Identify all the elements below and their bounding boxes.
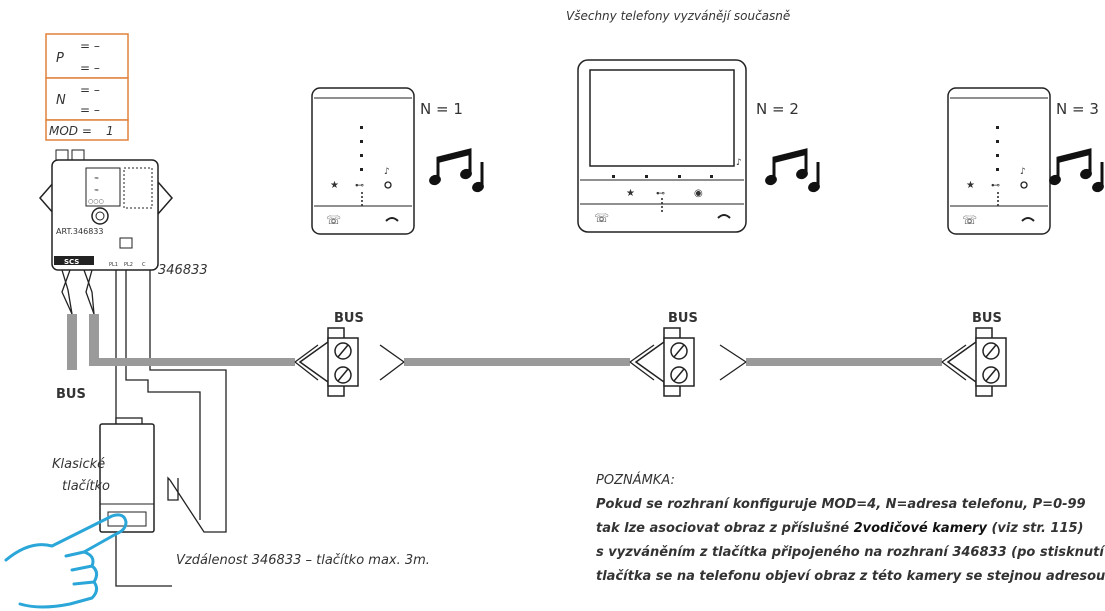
music-note-icon — [1046, 148, 1105, 196]
note-line-2b: 2vodičové kamery — [854, 521, 988, 536]
interface-brand: SCS — [64, 258, 79, 266]
bus-label-3: BUS — [972, 311, 1002, 326]
config-mod-label: MOD = — [49, 124, 92, 138]
note-line-2c: (viz str. 115) — [987, 521, 1084, 536]
svg-text:◉: ◉ — [694, 188, 703, 199]
config-dash: = – — [80, 83, 100, 97]
note-line-4: tlačítka se na telefonu objeví obraz z t… — [596, 569, 1105, 584]
note-title: POZNÁMKA: — [596, 472, 675, 488]
interface-module-346833: ≈ ≈ ○○○ ART.346833 SCS PL1 PL2 C 346833 — [39, 149, 208, 278]
svg-text:≈: ≈ — [94, 187, 99, 194]
terminal-c: C — [142, 262, 146, 268]
phone-2-monitor: ★ ⊷ ◉ ♪ ☏ N = 2 — [577, 59, 823, 233]
config-dash: = – — [80, 103, 100, 117]
pushbutton-label-line2: tlačítko — [62, 479, 110, 494]
interface-art-label: ART.346833 — [56, 227, 103, 236]
interface-model-label: 346833 — [158, 263, 208, 278]
terminal-block-3: BUS — [941, 311, 1007, 397]
hand-pointer-icon — [4, 513, 128, 609]
svg-text:♪: ♪ — [736, 158, 742, 168]
phone-2-address: N = 2 — [756, 100, 799, 118]
svg-text:○○○: ○○○ — [88, 198, 104, 205]
classic-pushbutton — [99, 417, 155, 533]
config-dash: = – — [80, 61, 100, 75]
module-wires — [61, 269, 227, 587]
terminal-pl2: PL2 — [124, 262, 133, 268]
note-line-2a: tak lze asociovat obraz z příslušné — [596, 521, 854, 536]
svg-text:≈: ≈ — [94, 175, 99, 182]
config-p-label: P — [56, 51, 64, 66]
note-line-2: tak lze asociovat obraz z příslušné 2vod… — [596, 521, 1084, 536]
diagram-caption: Všechny telefony vyzvánějí současně — [566, 9, 790, 23]
svg-text:★: ★ — [626, 188, 635, 199]
note-line-1: Pokud se rozhraní konfiguruje MOD=4, N=a… — [596, 497, 1086, 512]
terminal-block-2: BUS — [629, 311, 747, 397]
bus-label-2: BUS — [668, 311, 698, 326]
bus-main-wire — [89, 358, 942, 366]
svg-text:⊷: ⊷ — [656, 189, 665, 199]
music-note-icon — [426, 148, 487, 196]
config-dash: = – — [80, 39, 100, 53]
bus-label-module: BUS — [56, 387, 86, 402]
terminal-block-1: BUS — [294, 311, 405, 397]
note-line-3: s vyzváněním z tlačítka připojeného na r… — [596, 545, 1105, 560]
terminal-pl1: PL1 — [109, 262, 118, 268]
music-note-icon — [762, 148, 823, 196]
note-block: POZNÁMKA: Pokud se rozhraní konfiguruje … — [596, 472, 1105, 584]
phone-3: N = 3 — [947, 87, 1105, 235]
phone-3-address: N = 3 — [1056, 100, 1099, 118]
pushbutton-label-line1: Klasické — [52, 457, 105, 472]
config-n-label: N — [56, 93, 66, 108]
distance-note: Vzdálenost 346833 – tlačítko max. 3m. — [176, 553, 430, 568]
svg-text:☏: ☏ — [594, 211, 609, 225]
phone-1: N = 1 — [311, 87, 487, 235]
config-mod-value: 1 — [106, 124, 114, 138]
bus-label-1: BUS — [334, 311, 364, 326]
phone-1-address: N = 1 — [420, 100, 463, 118]
config-box: P = – = – N = – = – MOD = 1 — [45, 33, 129, 141]
